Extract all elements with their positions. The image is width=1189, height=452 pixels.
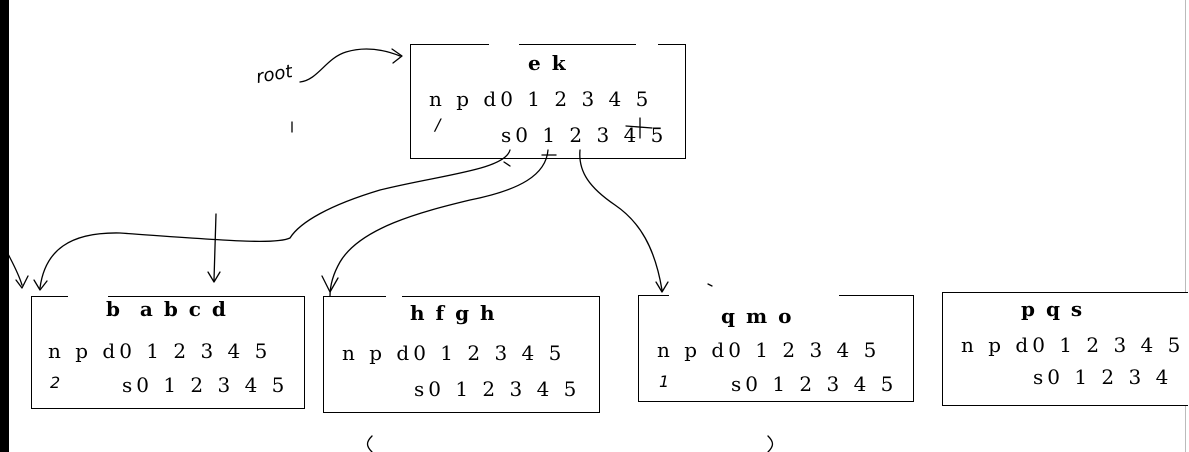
arrow-s1-head bbox=[321, 275, 339, 293]
root-arrow-head bbox=[391, 48, 403, 64]
arrow-s1-to-child-2 bbox=[329, 149, 549, 297]
root-node-keys: e k bbox=[528, 51, 568, 75]
child-node-1: b a b c d n p d0 1 2 3 4 5 2 s0 1 2 3 4 … bbox=[31, 294, 305, 409]
child-node-3-mark: 1 bbox=[659, 372, 670, 391]
child-node-3-row2: s0 1 2 3 4 5 bbox=[731, 372, 898, 396]
root-pointer-arrow bbox=[299, 48, 401, 83]
child-node-3: q m o n p d0 1 2 3 4 5 1 s0 1 2 3 4 5 bbox=[638, 293, 914, 402]
ink-dot bbox=[707, 283, 713, 287]
arrow-s2-to-child-3 bbox=[579, 149, 663, 291]
right-edge-scrollbar[interactable] bbox=[1185, 0, 1189, 452]
child-node-1-mark: 2 bbox=[50, 373, 61, 392]
scratch-mark bbox=[625, 117, 653, 139]
child-node-3-row1: n p d0 1 2 3 4 5 bbox=[657, 338, 881, 362]
left-paren bbox=[366, 435, 373, 452]
arrow-s0-to-child-1 bbox=[39, 149, 511, 289]
arrow-left-edge bbox=[5, 249, 23, 286]
arrow-left-edge-head bbox=[15, 275, 29, 289]
child-node-2: h f g h n p d0 1 2 3 4 5 s0 1 2 3 4 5 bbox=[323, 294, 600, 413]
child-node-4: p q s n p d0 1 2 3 4 5 s0 1 2 3 4 bbox=[942, 292, 1188, 406]
root-node-row1: n p d0 1 2 3 4 5 bbox=[429, 87, 653, 111]
root-node: e k n p d0 1 2 3 4 5 / s0 1 2 3 4 5 bbox=[410, 42, 686, 159]
child-node-4-keys: p q s bbox=[1021, 297, 1085, 321]
arrow-s0-head bbox=[33, 279, 48, 291]
child-node-2-row2: s0 1 2 3 4 5 bbox=[414, 377, 581, 401]
arrow-s2-head bbox=[655, 281, 669, 293]
arrow-down-child-1 bbox=[213, 213, 217, 281]
root-node-row2: s0 1 2 3 4 5 bbox=[501, 123, 668, 147]
child-node-1-row2: s0 1 2 3 4 5 bbox=[122, 373, 289, 397]
child-node-4-row2: s0 1 2 3 4 bbox=[1033, 365, 1173, 389]
child-node-1-keys: b a b c d bbox=[106, 297, 228, 321]
right-paren bbox=[767, 435, 774, 452]
s0-tick bbox=[503, 161, 511, 167]
arrow-down-head bbox=[207, 271, 221, 283]
child-node-2-row1: n p d0 1 2 3 4 5 bbox=[342, 341, 566, 365]
child-node-3-keys: q m o bbox=[721, 304, 794, 328]
child-node-1-row1: n p d0 1 2 3 4 5 bbox=[48, 339, 272, 363]
left-edge-bar bbox=[0, 0, 9, 452]
child-node-4-row1: n p d0 1 2 3 4 5 bbox=[961, 333, 1185, 357]
root-node-mark: / bbox=[435, 115, 441, 134]
child-node-2-keys: h f g h bbox=[410, 301, 497, 325]
